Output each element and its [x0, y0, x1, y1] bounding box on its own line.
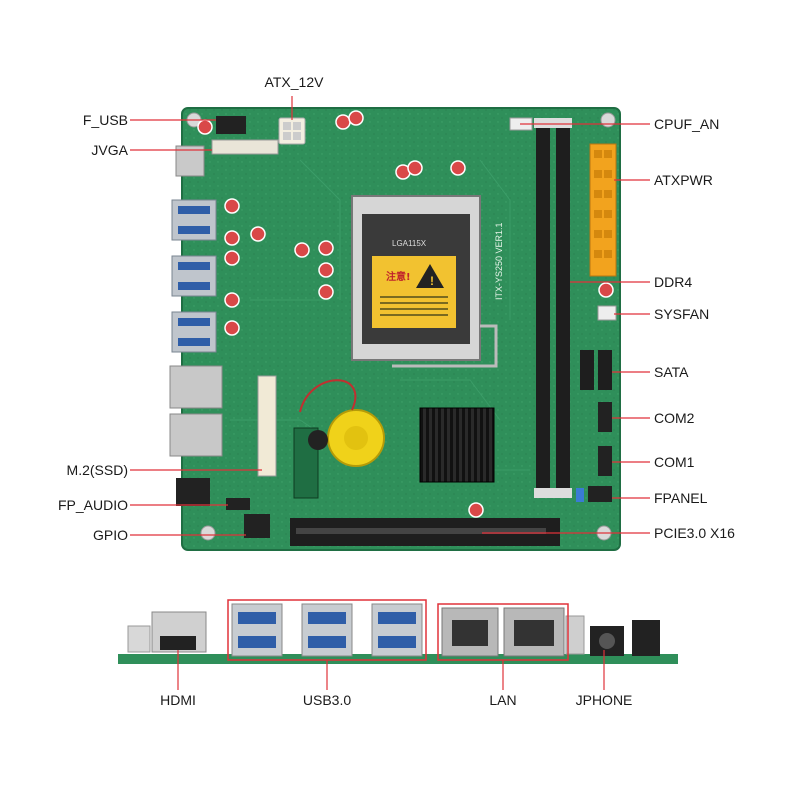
label-lan: LAN — [489, 692, 517, 708]
leader-lines — [130, 96, 650, 690]
rear-io-board — [169, 145, 223, 506]
fpanel-header — [588, 486, 612, 502]
label-atxpwr: ATXPWR — [654, 172, 713, 188]
sata-connectors — [580, 350, 612, 390]
label-pcie: PCIE3.0 X16 — [654, 525, 735, 541]
capacitors — [197, 110, 614, 518]
label-com2: COM2 — [654, 410, 695, 426]
m2-slot — [257, 375, 319, 499]
atx-12v-connector — [278, 117, 306, 145]
label-fpanel: FPANEL — [654, 490, 708, 506]
label-cpuf-an: CPUF_AN — [654, 116, 720, 132]
pcie-x16-slot — [290, 518, 560, 546]
label-hdmi: HDMI — [160, 692, 196, 708]
cmos-battery — [299, 379, 385, 467]
atxpwr-connector — [589, 143, 617, 277]
jvga-header — [211, 139, 279, 155]
label-m2-ssd: M.2(SSD) — [66, 462, 128, 478]
label-atx-12v: ATX_12V — [264, 74, 324, 90]
ddr4-slots — [534, 118, 572, 498]
label-gpio: GPIO — [92, 527, 128, 543]
label-jvga: JVGA — [91, 142, 128, 158]
label-f-usb: F_USB — [82, 112, 128, 128]
com1-header — [598, 446, 612, 476]
label-fp-audio: FP_AUDIO — [57, 497, 128, 513]
label-usb30: USB3.0 — [302, 692, 352, 708]
label-sata: SATA — [654, 364, 689, 380]
svg-text:!: ! — [430, 274, 434, 288]
rear-io-strip — [118, 603, 678, 664]
label-ddr4: DDR4 — [654, 274, 693, 290]
usb3-ports — [231, 603, 423, 657]
warning-title: 注意! — [386, 270, 411, 283]
com2-header — [598, 402, 612, 432]
f-usb-header — [216, 116, 246, 134]
fp-audio-header — [226, 498, 250, 510]
jumper — [576, 488, 584, 502]
gpio-header — [244, 514, 270, 538]
model-silkscreen: ITX-YS250 VER1.1 — [494, 222, 504, 300]
jphone-jack — [590, 620, 660, 656]
label-jphone: JPHONE — [575, 692, 633, 708]
label-com1: COM1 — [654, 454, 695, 470]
socket-label: LGA115X — [392, 239, 427, 248]
label-sysfan: SYSFAN — [654, 306, 710, 322]
warning-label — [372, 256, 456, 328]
chipset-heatsink — [419, 407, 495, 483]
sysfan-header — [597, 305, 617, 321]
lan-ports — [441, 607, 565, 657]
cpu-socket: ! 注意! LGA115X — [351, 195, 498, 368]
